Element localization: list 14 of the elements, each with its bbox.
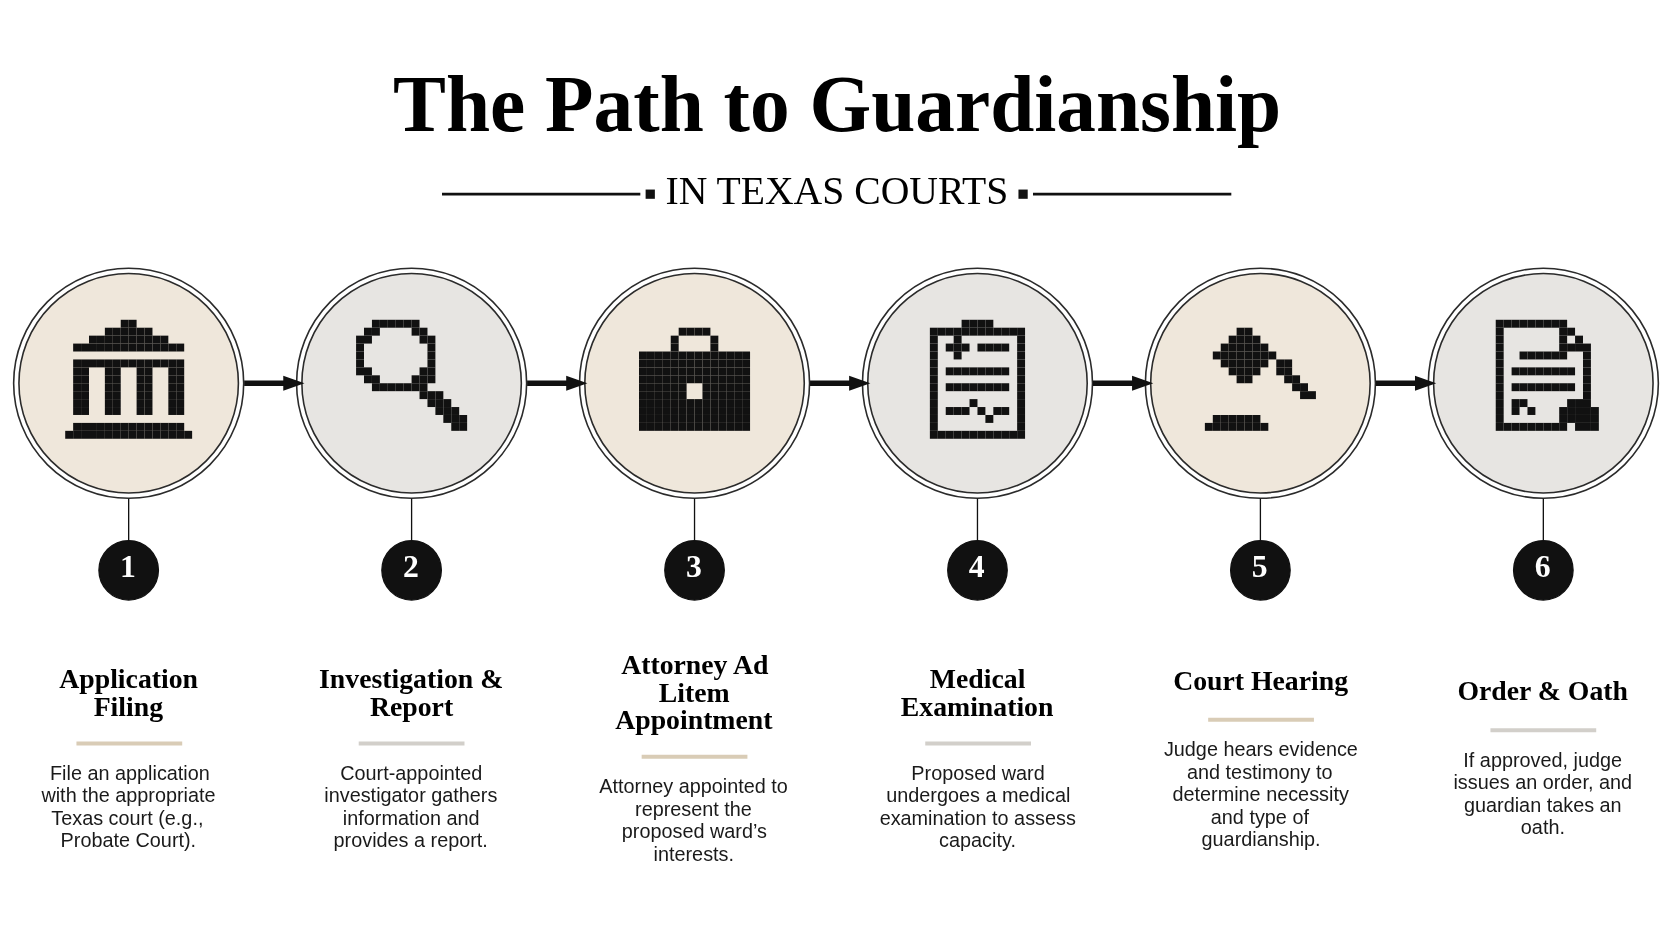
node-label: Court Hearing bbox=[1173, 664, 1349, 696]
node-label: Medical Examination bbox=[900, 663, 1054, 723]
label: IN TEXAS COURTS bbox=[665, 169, 1009, 214]
node-label: Application Filing bbox=[59, 663, 199, 723]
node-label: File an application with the appropriate Texas court (e.g., Probate Court). bbox=[41, 761, 216, 852]
node-label: Judge hears evidence and testimony to determine necessity and type of guardianship. bbox=[1163, 738, 1358, 850]
node-label: Proposed ward undergoes a medical examination to assess capacity. bbox=[879, 761, 1076, 852]
node-label: Order & Oath bbox=[1457, 675, 1628, 707]
diagram-title: The Path to Guardianship bbox=[393, 59, 1282, 148]
node-label: Court-appointed investigator gathers information and provides a report. bbox=[324, 761, 498, 852]
node-label: Attorney Ad Litem Appointment bbox=[615, 648, 773, 736]
node-label: Attorney appointed to represent the proposed ward’s interests. bbox=[599, 775, 788, 865]
node-label: Investigation & Report bbox=[319, 663, 504, 723]
node-label: If approved, judge issues an order, and guardian takes an oath. bbox=[1453, 748, 1633, 839]
